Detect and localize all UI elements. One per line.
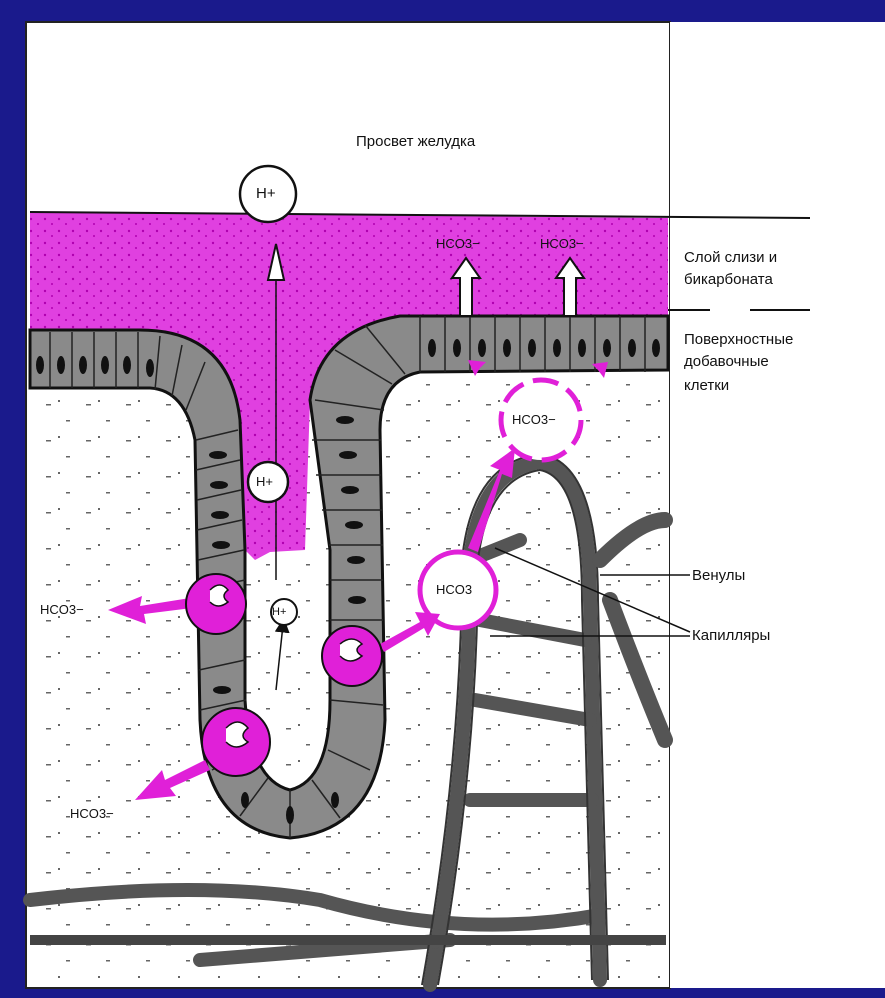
hco3-label-mucus-2: HCO3− bbox=[540, 234, 584, 254]
surface-label-1: Поверхностные bbox=[684, 330, 793, 350]
mucus-label-2: бикарбоната bbox=[684, 270, 773, 290]
surface-label-2: добавочные bbox=[684, 352, 769, 372]
h-plus-label-mid: H+ bbox=[256, 472, 273, 492]
hco3-label-bottom: HCO3− bbox=[70, 804, 114, 824]
label-panel bbox=[670, 22, 885, 988]
hco3-label-circle: HCO3− bbox=[512, 410, 556, 430]
hco3-label-left: HCO3− bbox=[40, 600, 84, 620]
hco3-label-capillary: HCO3 bbox=[436, 580, 472, 600]
hco3-label-mucus-1: HCO3− bbox=[436, 234, 480, 254]
venules-label: Венулы bbox=[692, 566, 745, 586]
mucus-label-1: Слой слизи и bbox=[684, 248, 777, 268]
surface-label-3: клетки bbox=[684, 376, 729, 396]
h-plus-label-top: H+ bbox=[256, 184, 276, 204]
capillaries-label: Капилляры bbox=[692, 626, 770, 646]
h-plus-label-small: H+ bbox=[272, 602, 286, 622]
lumen-label: Просвет желудка bbox=[356, 132, 475, 152]
